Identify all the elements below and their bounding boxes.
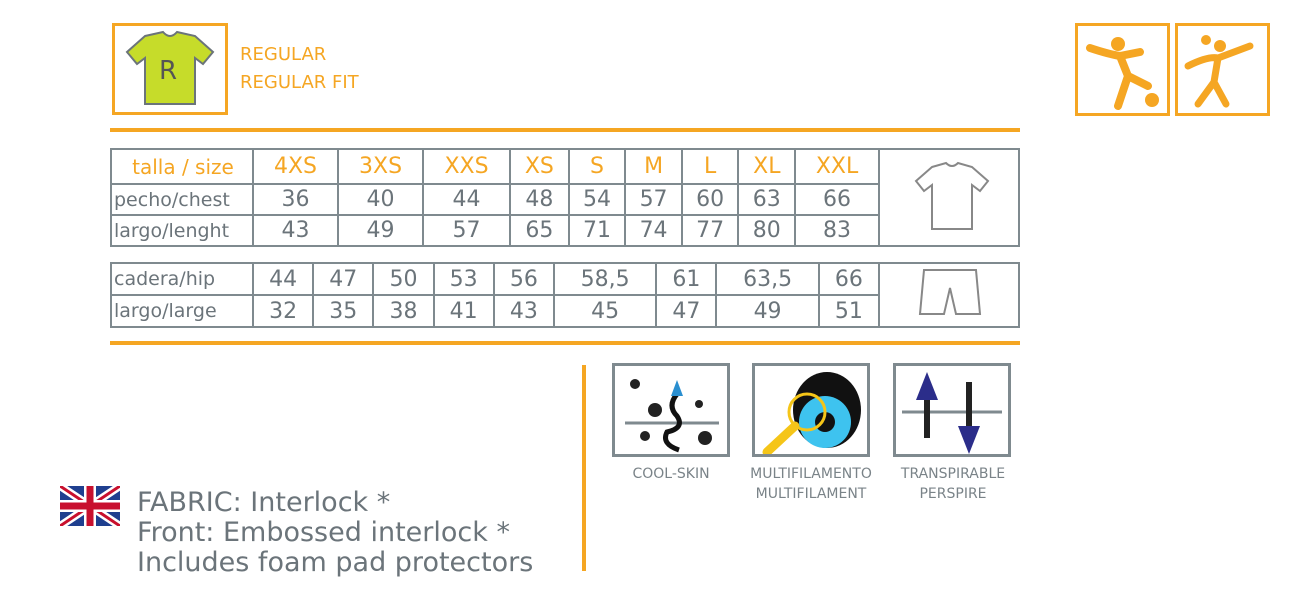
feature-label-cool-skin: COOL-SKIN [596, 464, 746, 484]
cell: 63 [737, 183, 797, 216]
cell: 58,5 [552, 262, 658, 296]
size-header: S [567, 148, 627, 185]
cell: 66 [817, 262, 881, 296]
cell: 80 [737, 214, 797, 247]
cell: 49 [715, 294, 820, 328]
cell: 54 [567, 183, 627, 216]
table-row: largo/large 32 35 38 41 43 45 47 49 51 [110, 294, 1019, 328]
size-header: XXL [794, 148, 880, 185]
fit-line2: REGULAR FIT [240, 72, 359, 93]
cell: 44 [251, 262, 315, 296]
cell: 49 [337, 214, 425, 247]
cell: 77 [680, 214, 740, 247]
row-label: largo/large [110, 294, 254, 328]
feature-line: MULTIFILAMENT [755, 486, 867, 502]
fit-letter: R [159, 56, 178, 86]
row-label: cadera/hip [110, 262, 254, 296]
cell: 47 [655, 294, 718, 328]
table-row: largo/lenght 43 49 57 65 71 74 77 80 83 [110, 214, 1019, 247]
bottom-size-table: cadera/hip 44 47 50 53 56 58,5 61 63,5 6… [110, 262, 1020, 328]
size-header: L [680, 148, 740, 185]
feature-line: TRANSPIRABLE [900, 466, 1006, 482]
top-size-table: talla / size 4XS 3XS XXS XS S M L XL XXL… [110, 148, 1020, 247]
divider-top [110, 128, 1020, 132]
row-label: largo/lenght [110, 214, 254, 247]
table-row: pecho/chest 36 40 44 48 54 57 60 63 66 [110, 183, 1019, 216]
uk-flag-icon [60, 486, 120, 526]
cell: 43 [492, 294, 555, 328]
table-header-row: talla / size 4XS 3XS XXS XS S M L XL XXL [110, 148, 1020, 247]
fabric-line1: FABRIC: Interlock * [137, 487, 391, 518]
cell: 51 [817, 294, 881, 328]
cell: 63,5 [715, 262, 820, 296]
size-header: 3XS [337, 148, 425, 185]
cell: 53 [432, 262, 495, 296]
cell: 45 [552, 294, 658, 328]
cell: 32 [251, 294, 315, 328]
cell: 41 [432, 294, 495, 328]
shorts-outline-icon [878, 262, 1020, 328]
cell: 47 [312, 262, 375, 296]
cell: 61 [655, 262, 718, 296]
size-header: XL [737, 148, 797, 185]
cell: 83 [794, 214, 880, 247]
feature-label-multifilament: MULTIFILAMENTO MULTIFILAMENT [736, 464, 886, 504]
cell: 71 [567, 214, 627, 247]
handball-icon [1175, 23, 1270, 116]
feature-line: PERSPIRE [919, 486, 987, 502]
cell: 38 [372, 294, 435, 328]
perspire-icon [893, 363, 1011, 457]
cell: 43 [251, 214, 340, 247]
size-header: XXS [422, 148, 512, 185]
divider-bottom [110, 341, 1020, 345]
cell: 60 [680, 183, 740, 216]
cell: 57 [422, 214, 512, 247]
cool-skin-icon [612, 363, 730, 457]
fit-badge: R [112, 23, 228, 115]
fit-line1: REGULAR [240, 44, 327, 65]
feature-label-perspire: TRANSPIRABLE PERSPIRE [878, 464, 1028, 504]
vertical-divider [582, 365, 586, 571]
cell: 35 [312, 294, 375, 328]
shirt-outline-icon [878, 148, 1020, 247]
cell: 44 [422, 183, 512, 216]
football-icon [1075, 23, 1170, 116]
tshirt-icon [125, 30, 215, 105]
cell: 65 [509, 214, 570, 247]
feature-line: MULTIFILAMENTO [750, 466, 872, 482]
cell: 74 [624, 214, 683, 247]
size-header: 4XS [251, 148, 340, 185]
cell: 40 [337, 183, 425, 216]
cell: 36 [251, 183, 340, 216]
cell: 56 [492, 262, 555, 296]
fabric-line2: Front: Embossed interlock * [137, 517, 510, 548]
size-header: M [624, 148, 683, 185]
feature-line: COOL-SKIN [632, 466, 710, 482]
row-label: pecho/chest [110, 183, 254, 216]
size-header: XS [509, 148, 570, 185]
cell: 66 [794, 183, 880, 216]
fabric-line3: Includes foam pad protectors [137, 547, 534, 578]
cell: 50 [372, 262, 435, 296]
table-row: cadera/hip 44 47 50 53 56 58,5 61 63,5 6… [110, 262, 1020, 328]
cell: 57 [624, 183, 683, 216]
size-header-label: talla / size [110, 148, 254, 185]
multifilament-icon [752, 363, 870, 457]
cell: 48 [509, 183, 570, 216]
